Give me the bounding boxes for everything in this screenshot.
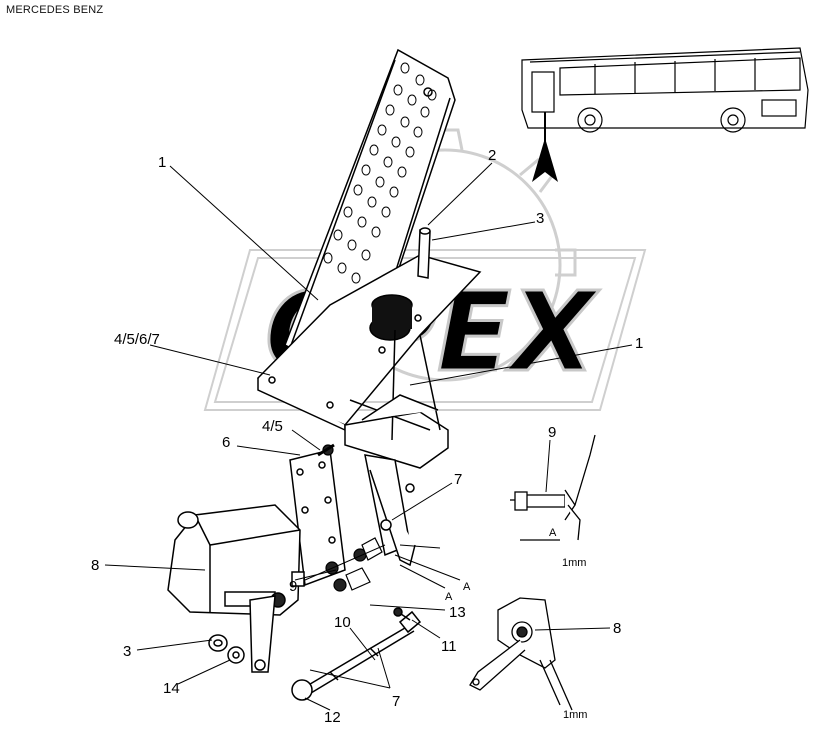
callout-9-detail: 9 [548, 424, 556, 441]
throttle-valve [167, 504, 305, 616]
callout-10: 10 [334, 614, 351, 631]
throttle-lever [249, 595, 276, 673]
callout-1-pedal: 1 [158, 154, 166, 171]
callout-12: 12 [324, 709, 341, 726]
connecting-rod [291, 607, 422, 701]
mounting-bracket [344, 329, 449, 469]
callout-8-detail: 8 [613, 620, 621, 637]
dimension-a-1: A [463, 581, 471, 593]
detail-switch [510, 434, 596, 541]
callout-14: 14 [163, 680, 180, 697]
pedal-spring [417, 227, 431, 279]
view-direction-arrow [532, 138, 558, 182]
bus-inset [521, 47, 809, 150]
callout-9-mid: 9 [289, 578, 297, 595]
callout-11: 11 [441, 638, 457, 655]
rubber-stop [369, 294, 413, 341]
callout-6: 6 [222, 434, 230, 451]
nut-washer [208, 634, 245, 664]
callout-4-5: 4/5 [262, 418, 283, 435]
callout-8-left: 8 [91, 557, 99, 574]
gap-label-top: 1mm [562, 557, 586, 569]
callout-7-mid: 7 [454, 471, 462, 488]
pedal-plate [284, 48, 456, 387]
callout-7-bottom: 7 [392, 693, 400, 710]
callout-3-bottom: 3 [123, 643, 131, 660]
callout-13: 13 [449, 604, 466, 621]
linkage-arm [364, 454, 416, 567]
callout-4-5-6-7: 4/5/6/7 [114, 331, 160, 348]
brand-header: MERCEDES BENZ [6, 4, 104, 16]
detail-lever [469, 597, 573, 711]
dimension-a-2: A [445, 591, 453, 603]
callout-2: 2 [488, 147, 496, 164]
dimension-a-detail: A [549, 527, 557, 539]
gap-label-bottom: 1mm [563, 709, 587, 721]
pedal-holes [323, 62, 437, 284]
callout-1-right: 1 [635, 335, 643, 352]
adjust-bolts [317, 443, 383, 592]
callout-3-top: 3 [536, 210, 544, 227]
leader-lines [104, 162, 633, 711]
